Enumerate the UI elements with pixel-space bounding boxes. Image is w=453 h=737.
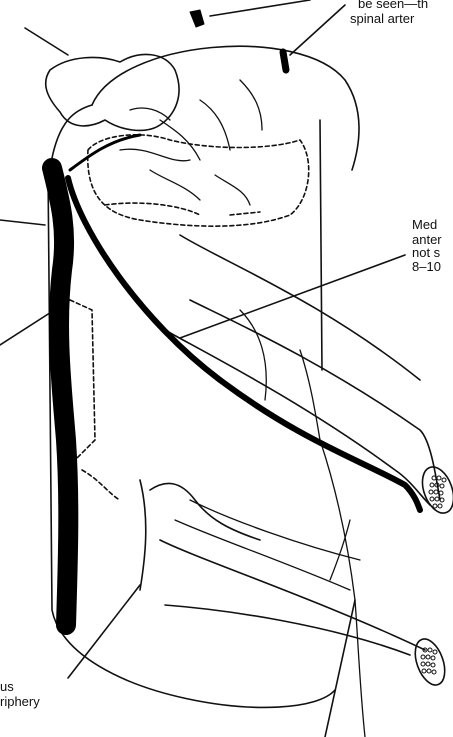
label-medullary-line1: Med <box>412 218 437 232</box>
label-bottom-left-line1: us <box>0 680 14 694</box>
anterior-spinal-artery <box>52 168 68 625</box>
medullary-artery <box>68 178 420 510</box>
label-top-right-line1: be seen—th <box>358 0 428 11</box>
leader-grey-matter <box>25 28 68 55</box>
radicular-arteries <box>175 310 365 737</box>
nerve-cross-section-lower <box>410 635 451 689</box>
grey-matter <box>46 54 179 130</box>
nerve-root-lower <box>140 480 425 655</box>
label-medullary-line4: 8–10 <box>412 260 441 274</box>
leader-bottom-right <box>325 600 355 737</box>
leader-top-right <box>290 5 345 55</box>
label-bottom-left-line2: riphery <box>0 695 40 709</box>
sulcal-branches <box>120 80 262 205</box>
posterior-spinal-artery-right <box>283 52 286 70</box>
nerve-fibre-dots-lower <box>421 648 437 674</box>
leader-bottom-left <box>68 585 140 678</box>
nerve-fibre-dots-upper <box>429 476 446 508</box>
label-medullary-line3: not s <box>412 246 440 260</box>
leader-left-upper <box>0 220 45 225</box>
white-matter-boundary <box>88 135 309 226</box>
leader-medullary-artery <box>180 255 405 338</box>
label-top-right-line2: spinal arter <box>350 12 414 26</box>
leader-top-left <box>210 0 310 16</box>
posterior-spinal-artery-left <box>190 10 204 27</box>
circumferential-branch <box>70 135 140 170</box>
